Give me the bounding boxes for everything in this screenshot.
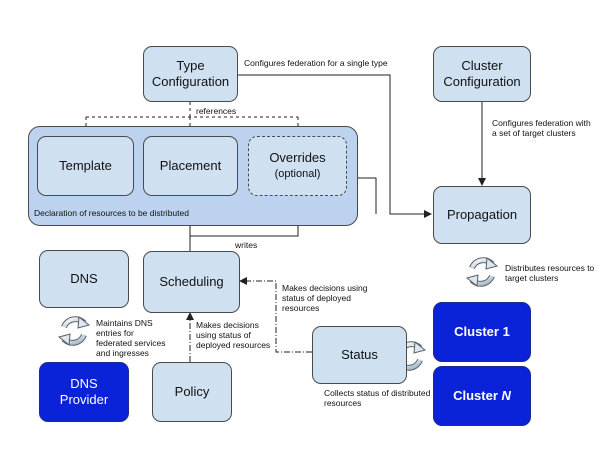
propagation-distribution-cycle-icon <box>465 257 499 287</box>
references-label: references <box>196 106 237 116</box>
type-config-to-propagation-connector <box>238 74 432 218</box>
status-to-scheduling-connector <box>239 277 312 353</box>
dns-sync-cycle-icon <box>57 316 91 346</box>
configures-target-clusters-label: Configures federation with a set of targ… <box>492 118 591 138</box>
cluster-n-node: Cluster N <box>433 366 531 426</box>
overrides-title: Overrides <box>269 150 326 165</box>
collects-status-label: Collects status of distributed resources <box>324 388 431 408</box>
overrides-optional-label: (optional) <box>274 168 321 180</box>
configures-single-type-label: Configures federation for a single type <box>244 58 388 68</box>
cluster-n-suffix: N <box>501 388 511 403</box>
container-to-propagation-connector <box>358 177 377 214</box>
dns-provider-node: DNS Provider <box>39 362 129 422</box>
writes-label: writes <box>235 240 258 250</box>
dns-node: DNS <box>39 250 129 308</box>
maintains-dns-label: Maintains DNS entries for federated serv… <box>96 318 166 358</box>
cluster-configuration-node: Cluster Configuration <box>433 46 531 102</box>
distributes-label: Distributes resources to target clusters <box>505 263 595 283</box>
type-configuration-node: Type Configuration <box>143 46 238 102</box>
references-connector <box>86 102 298 118</box>
scheduling-node: Scheduling <box>143 251 240 313</box>
policy-node: Policy <box>152 362 232 422</box>
cluster-1-node: Cluster 1 <box>433 302 531 362</box>
template-node: Template <box>37 136 134 196</box>
decisions-policy-label: Makes decisions using status of deployed… <box>196 320 271 350</box>
propagation-node: Propagation <box>433 186 531 244</box>
cluster-n-prefix: Cluster <box>453 388 502 403</box>
status-node: Status <box>312 326 407 384</box>
overrides-node: Overrides (optional) <box>248 136 347 196</box>
decisions-status-label: Makes decisions using status of deployed… <box>282 283 368 313</box>
placement-node: Placement <box>143 136 238 196</box>
declaration-label: Declaration of resources to be distribut… <box>34 208 189 218</box>
